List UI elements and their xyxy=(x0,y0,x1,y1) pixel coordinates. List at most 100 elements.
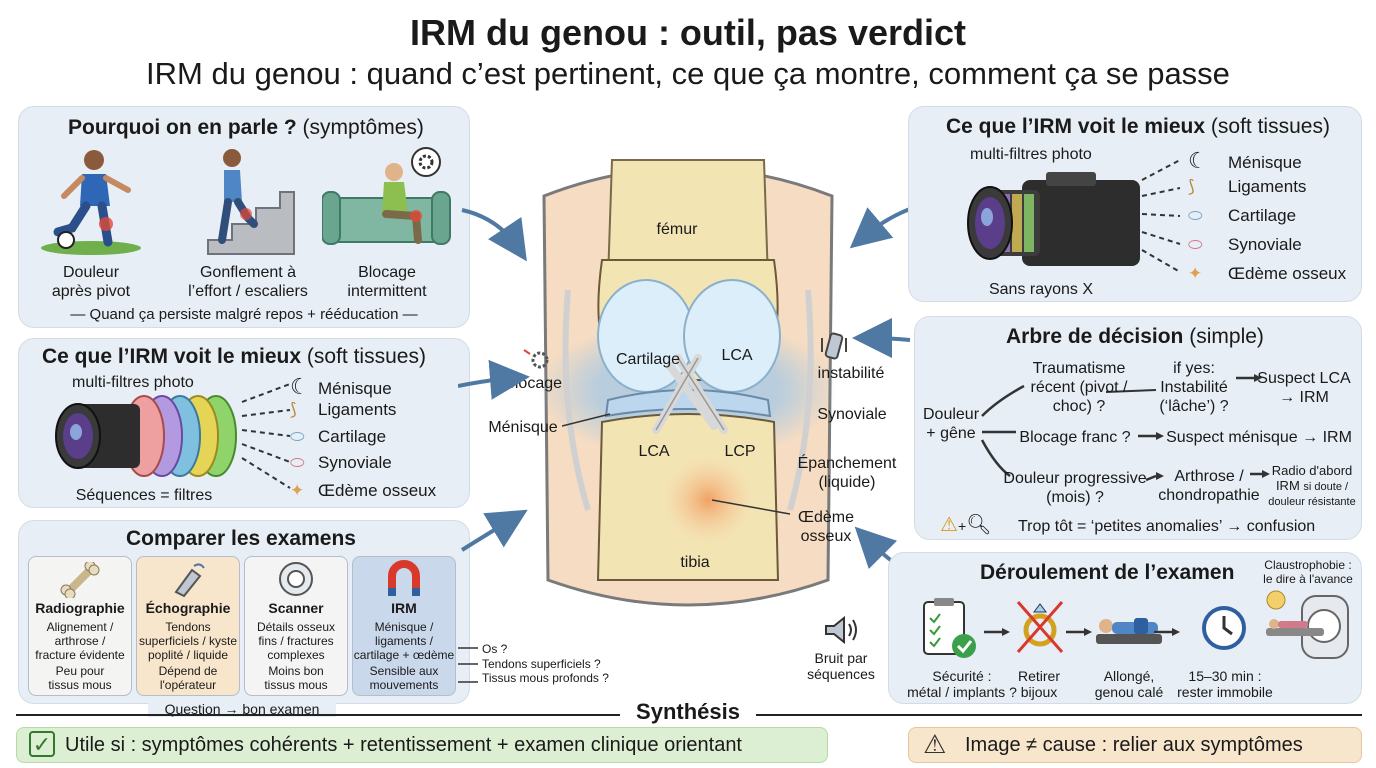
ligament-icon: ⟆ xyxy=(290,400,297,419)
knee-cartilage-label: Cartilage xyxy=(615,351,681,368)
exam-step-arrows xyxy=(984,628,1180,636)
tree-b3-mid: Arthrose /chondropathie xyxy=(1158,468,1260,504)
gear-blocage-icon xyxy=(523,349,549,369)
sees-right-item-oedeme: ✦Œdème osseux xyxy=(1188,264,1347,283)
sees-right-item-ligaments: ⟆Ligaments xyxy=(1188,177,1307,196)
card-radiographie-name: Radiographie xyxy=(35,600,125,616)
page-subtitle: IRM du genou : quand c’est pertinent, ce… xyxy=(146,56,1230,91)
connector-arrows xyxy=(458,204,919,570)
tree-panel xyxy=(914,316,1362,540)
tree-b2: Blocage franc ? xyxy=(1019,429,1131,446)
cartilage-icon: ⬭ xyxy=(290,427,305,446)
speaker-icon xyxy=(825,615,857,645)
warning-icon: ⚠ xyxy=(940,514,958,536)
warning-icon: ⚠ xyxy=(923,729,947,759)
synovial-icon: ⬭ xyxy=(290,453,305,472)
knee-lcp-label: LCP xyxy=(724,443,756,460)
knee-lca-top-label: LCA xyxy=(721,347,753,364)
card-scanner-name: Scanner xyxy=(268,600,324,616)
magnifier-icon: 🔍︎ xyxy=(966,514,992,536)
ct-scanner-icon xyxy=(279,562,313,596)
tree-root: Douleur+ gêne xyxy=(922,406,980,442)
camera-icon xyxy=(967,172,1140,266)
sees-left-item-menisque: ☾Ménisque xyxy=(290,374,392,399)
synthesis-label: Synthésis xyxy=(636,699,740,724)
clipboard-check-icon xyxy=(923,598,976,658)
ligament-icon: ⟆ xyxy=(1188,177,1195,196)
sees-right-caption: Sans rayons X xyxy=(988,281,1094,298)
no-jewelry-icon xyxy=(1016,601,1064,653)
synovial-icon: ⬭ xyxy=(1188,235,1203,254)
sees-left-caption: Séquences = filtres xyxy=(75,487,213,504)
question-bracket xyxy=(458,647,478,683)
tree-title: Arbre de décision (simple) xyxy=(1006,325,1264,348)
menisque-pointer xyxy=(562,413,611,427)
tree-warning-text: Trop tôt = ‘petites anomalies’ → confusi… xyxy=(1018,518,1316,535)
knee-femur-label: fémur xyxy=(656,221,698,238)
card-echographie-name: Échographie xyxy=(145,600,231,616)
bone-icon: ✦ xyxy=(1188,264,1203,283)
magnet-icon xyxy=(388,560,420,596)
sees-right-item-synoviale: ⬭Synoviale xyxy=(1188,235,1302,254)
knee-epanchement-label: Épanchement(liquide) xyxy=(797,455,897,491)
cartilage-icon: ⬭ xyxy=(1188,206,1203,225)
exam-claustro: Claustrophobie :le dire à l'avance xyxy=(1263,558,1353,586)
knee-illustration xyxy=(538,159,838,607)
exam-step-1: Sécurité :métal / implants ? xyxy=(907,668,1017,700)
bottom-left-box: ✓ Utile si : symptômes cohérents + reten… xyxy=(16,727,828,763)
question-2: Tendons superficiels ? xyxy=(482,657,601,671)
lens-filters-icon xyxy=(55,395,237,477)
compare-footer: Question → bon examen xyxy=(148,701,336,717)
tree-b1-result: Suspect LCA→ IRM xyxy=(1257,370,1351,406)
sofa-person-icon xyxy=(322,147,451,245)
sees-right-camera-label: multi-filtres photo xyxy=(970,146,1092,163)
tree-branches xyxy=(980,374,1270,482)
meniscus-icon: ☾ xyxy=(290,374,310,399)
mri-machine-icon xyxy=(1266,590,1349,659)
meniscus-icon: ☾ xyxy=(1188,148,1208,173)
tree-b2-result: Suspect ménisque → IRM xyxy=(1166,429,1352,446)
sees-right-connectors xyxy=(1141,159,1181,273)
tree-b1-yes: if yes:Instabilité(‘lâche’) ? xyxy=(1159,360,1229,415)
bottom-right-box: ⚠ Image ≠ cause : relier aux symptômes xyxy=(908,727,1362,763)
tree-b3-result: Radio d'abord IRM si doute / douleur rés… xyxy=(1268,463,1356,508)
patient-lying-icon xyxy=(1096,618,1162,644)
knee-menisque-label: Ménisque xyxy=(488,419,558,436)
question-3: Tissus mous profonds ? xyxy=(482,671,609,685)
synthesis-divider-right xyxy=(756,714,1362,716)
card-irm xyxy=(352,556,456,696)
knee-lca-bottom-label: LCA xyxy=(638,443,670,460)
knee-synoviale-label: Synoviale xyxy=(817,406,887,423)
card-irm-desc: Ménisque /ligaments /cartilage + œdème xyxy=(353,620,455,662)
oedeme-pointer xyxy=(712,499,791,515)
synthesis-divider-left xyxy=(16,714,620,716)
tree-warning-icons: ⚠+🔍︎ xyxy=(940,514,992,536)
why-title: Pourquoi on en parle ? (symptômes) xyxy=(68,116,424,139)
page-title: IRM du genou : outil, pas verdict xyxy=(409,12,966,53)
why-footer: — Quand ça persiste malgré repos + réédu… xyxy=(70,306,418,323)
knee-instabilite-label: instabilité xyxy=(817,365,885,382)
compare-title: Comparer les examens xyxy=(126,527,356,550)
card-radiographie-desc: Alignement /arthrose /fracture évidente xyxy=(35,620,125,662)
sees-right-item-menisque: ☾Ménisque xyxy=(1188,148,1302,173)
sees-right-title: Ce que l’IRM voit le mieux (soft tissues… xyxy=(946,115,1330,138)
sees-left-item-cartilage: ⬭Cartilage xyxy=(290,427,387,446)
bone-icon: ✦ xyxy=(290,481,305,500)
knee-tibia-label: tibia xyxy=(680,554,710,571)
clock-icon xyxy=(1202,606,1246,650)
sees-left-title: Ce que l’IRM voit le mieux (soft tissues… xyxy=(42,345,426,368)
ultrasound-probe-icon xyxy=(174,563,205,598)
tree-b3: Douleur progressive(mois) ? xyxy=(1003,470,1147,506)
card-irm-name: IRM xyxy=(391,600,417,616)
